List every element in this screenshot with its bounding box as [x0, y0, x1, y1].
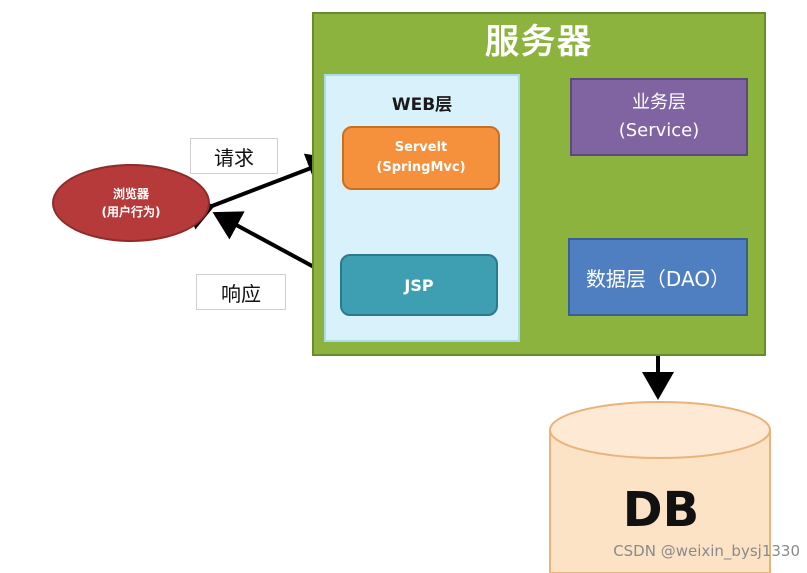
business-layer-label: 业务层	[632, 92, 686, 113]
server-title: 服务器	[485, 22, 593, 62]
data-layer-label: 数据层（DAO）	[585, 266, 731, 291]
request-label: 请求	[190, 138, 278, 174]
response-label: 响应	[196, 274, 286, 310]
watermark: CSDN @weixin_bysj1330	[613, 542, 800, 560]
web-layer-title: WEB层	[391, 95, 453, 115]
servlet-label: Servelt	[394, 140, 448, 155]
request-text: 请求	[214, 145, 254, 170]
browser-sublabel: (用户行为)	[101, 205, 161, 219]
response-text: 响应	[221, 281, 261, 306]
servlet-box: Servelt (SpringMvc)	[342, 126, 500, 190]
browser-label: 浏览器	[112, 187, 149, 201]
database-cylinder	[549, 401, 771, 573]
jsp-box: JSP	[340, 254, 498, 316]
servlet-sublabel: (SpringMvc)	[376, 160, 466, 175]
business-layer-sublabel: (Service)	[618, 120, 700, 141]
data-layer-box: 数据层（DAO）	[568, 238, 748, 316]
jsp-label: JSP	[404, 275, 434, 295]
browser-ellipse: 浏览器 (用户行为)	[52, 164, 210, 242]
database-label: DB	[622, 482, 700, 538]
business-layer-box: 业务层 (Service)	[570, 78, 748, 156]
